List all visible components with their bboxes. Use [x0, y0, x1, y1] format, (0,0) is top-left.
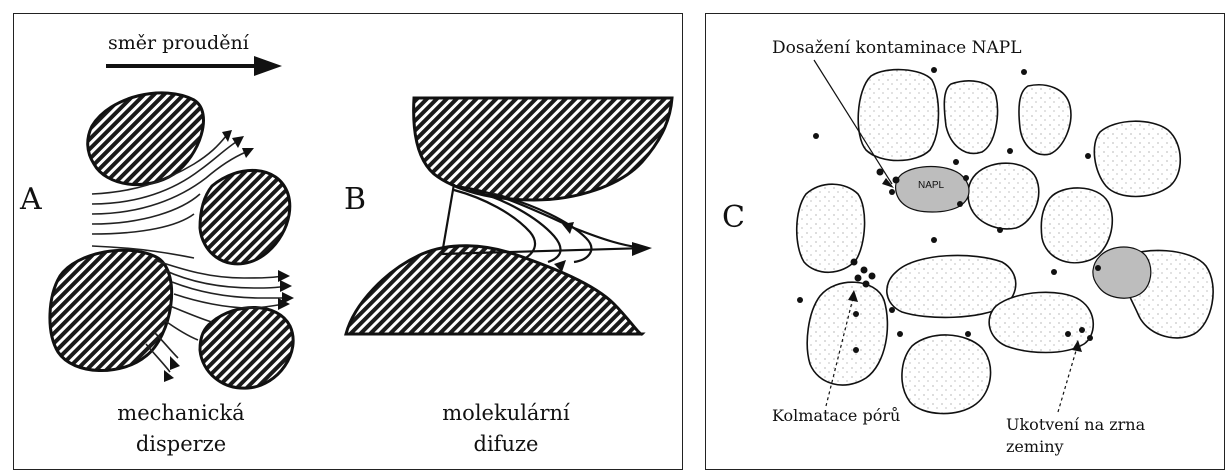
label-pore-clogging: Kolmatace pórů	[772, 406, 900, 425]
label-napl-contamination-reach: Dosažení kontaminace NAPL	[772, 38, 1022, 58]
label-grain-anchoring: Ukotvení na zrna zeminy	[1006, 414, 1145, 458]
flow-direction-arrow	[106, 56, 282, 76]
letter-c: C	[722, 200, 745, 235]
panel-dispersion-diffusion: směr proudění A B mechanická disperze mo…	[13, 13, 683, 470]
panel-napl-contamination: Dosažení kontaminace NAPL NAPL C Kolmata…	[705, 13, 1225, 470]
caption-a-line1: mechanická	[106, 398, 256, 429]
caption-molecular-diffusion: molekulární difuze	[426, 398, 586, 460]
napl-blob-label: NAPL	[918, 180, 944, 191]
flow-direction-label: směr proudění	[108, 32, 249, 54]
letter-a: A	[20, 182, 42, 217]
grains-mechanical	[50, 93, 293, 388]
label-grain-anchoring-line1: Ukotvení na zrna	[1006, 414, 1145, 436]
caption-mechanical-dispersion: mechanická disperze	[106, 398, 256, 460]
caption-b-line1: molekulární	[426, 398, 586, 429]
caption-b-line2: difuze	[426, 429, 586, 460]
grains-molecular	[346, 98, 672, 344]
caption-a-line2: disperze	[106, 429, 256, 460]
letter-b: B	[344, 182, 366, 217]
label-grain-anchoring-line2: zeminy	[1006, 436, 1145, 458]
soil-grains	[797, 70, 1213, 414]
napl-pore-illustration	[706, 14, 1225, 470]
diffusion-arrowheads	[554, 222, 652, 272]
napl-blob-right	[1093, 247, 1151, 298]
